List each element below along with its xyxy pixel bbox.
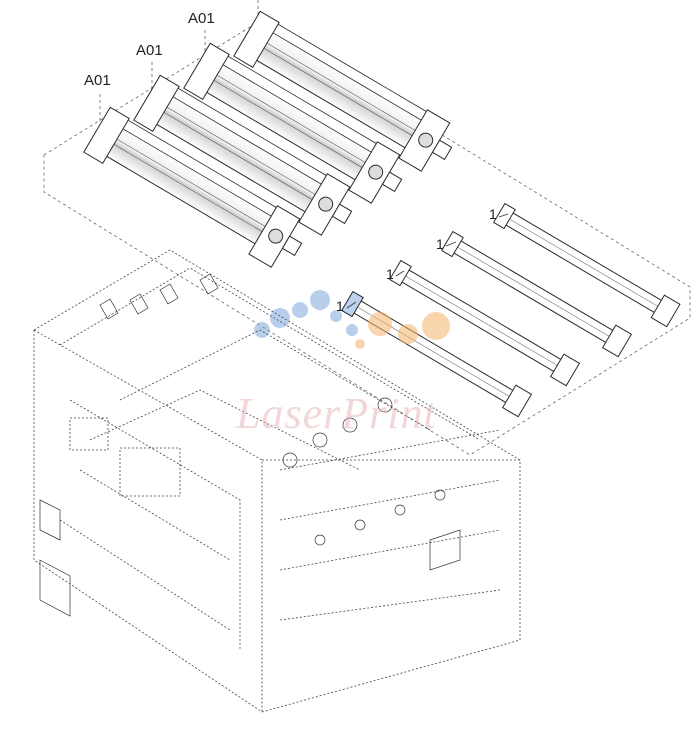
chassis-mechanisms [39, 273, 461, 617]
drum-unit-4 [233, 10, 453, 172]
assembly-callout-1: A01 [84, 72, 111, 89]
charge-roller-3 [441, 230, 633, 358]
part-callout-2: 1 [386, 266, 394, 282]
charge-roller-1 [341, 290, 533, 418]
assembly-callout-2: A01 [136, 42, 163, 59]
callout-leaders [346, 213, 509, 309]
charge-roller-4 [493, 202, 681, 328]
charge-roller-group [341, 202, 681, 418]
watermark-text: LaserPrint [236, 389, 437, 438]
drum-unit-2 [133, 74, 353, 236]
drum-unit-group [83, 10, 453, 268]
printer-chassis [33, 249, 521, 713]
drum-unit-1 [83, 106, 303, 268]
part-callout-1: 1 [336, 298, 344, 314]
dashed-outline [43, 0, 691, 456]
part-callout-3: 1 [436, 236, 444, 252]
part-callout-4: 1 [489, 206, 497, 222]
drum-unit-3 [183, 42, 403, 204]
assembly-callout-3: A01 [188, 10, 215, 27]
charge-roller-2 [389, 259, 581, 387]
